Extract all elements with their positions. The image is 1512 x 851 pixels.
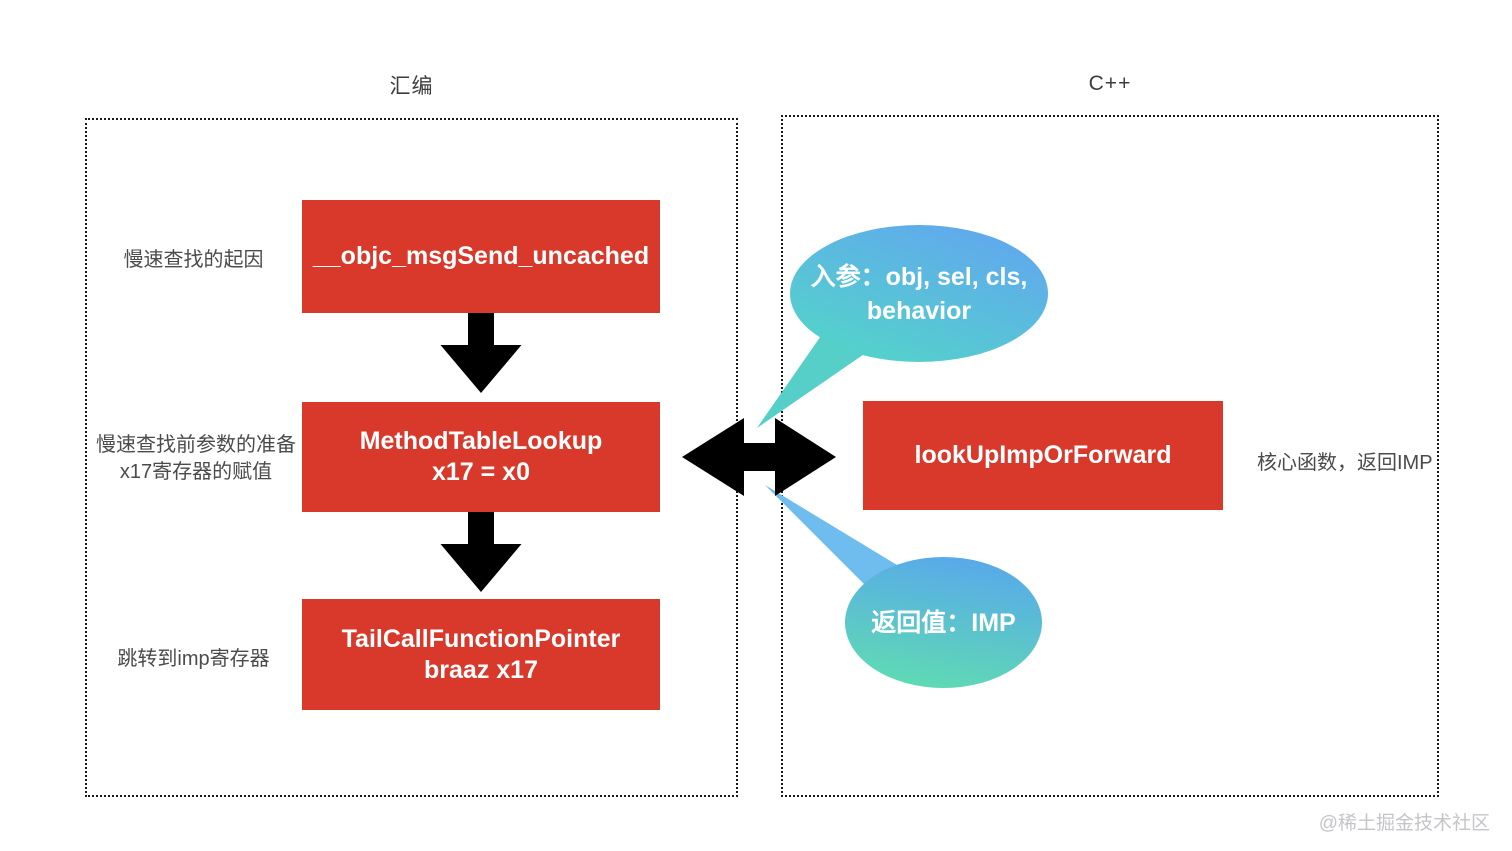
- annotation-slow-lookup-cause: 慢速查找的起因: [123, 249, 264, 271]
- node-tail-call-line2: braaz x17: [424, 655, 538, 684]
- bubble-input-params-line2: behavior: [866, 296, 972, 325]
- bubble-input-params: 入参：obj, sel, cls, behavior: [790, 225, 1048, 362]
- node-objc-msgsend-uncached-label: __objc_msgSend_uncached: [312, 242, 650, 270]
- watermark: @稀土掘金技术社区: [1318, 813, 1490, 834]
- bubble-input-params-line1: 入参：obj, sel, cls,: [810, 262, 1028, 291]
- annotation-param-prepare-line2: x17寄存器的赋值: [119, 461, 273, 483]
- assembly-section-title: 汇编: [389, 75, 434, 98]
- node-tail-call-function-pointer: TailCallFunctionPointer braaz x17: [302, 599, 660, 710]
- node-method-table-lookup-line1: MethodTableLookup: [359, 427, 603, 455]
- annotation-core-function: 核心函数，返回IMP: [1257, 452, 1433, 474]
- annotation-param-prepare: 慢速查找前参数的准备 x17寄存器的赋值: [85, 432, 307, 486]
- node-lookup-imp-or-forward-label: lookUpImpOrForward: [914, 441, 1172, 469]
- bubble-return-value: 返回值：IMP: [845, 557, 1042, 688]
- node-objc-msgsend-uncached: __objc_msgSend_uncached: [302, 200, 660, 313]
- bubble-return-value-line1: 返回值：IMP: [871, 608, 1016, 637]
- node-lookup-imp-or-forward: lookUpImpOrForward: [863, 401, 1223, 510]
- node-tail-call-line1: TailCallFunctionPointer: [341, 624, 621, 653]
- node-method-table-lookup-line2: x17 = x0: [431, 458, 530, 486]
- annotation-param-prepare-line1: 慢速查找前参数的准备: [96, 434, 296, 456]
- annotation-jump-imp: 跳转到imp寄存器: [117, 648, 270, 670]
- cpp-section-title: C++: [1088, 72, 1132, 95]
- node-method-table-lookup: MethodTableLookup x17 = x0: [302, 402, 660, 512]
